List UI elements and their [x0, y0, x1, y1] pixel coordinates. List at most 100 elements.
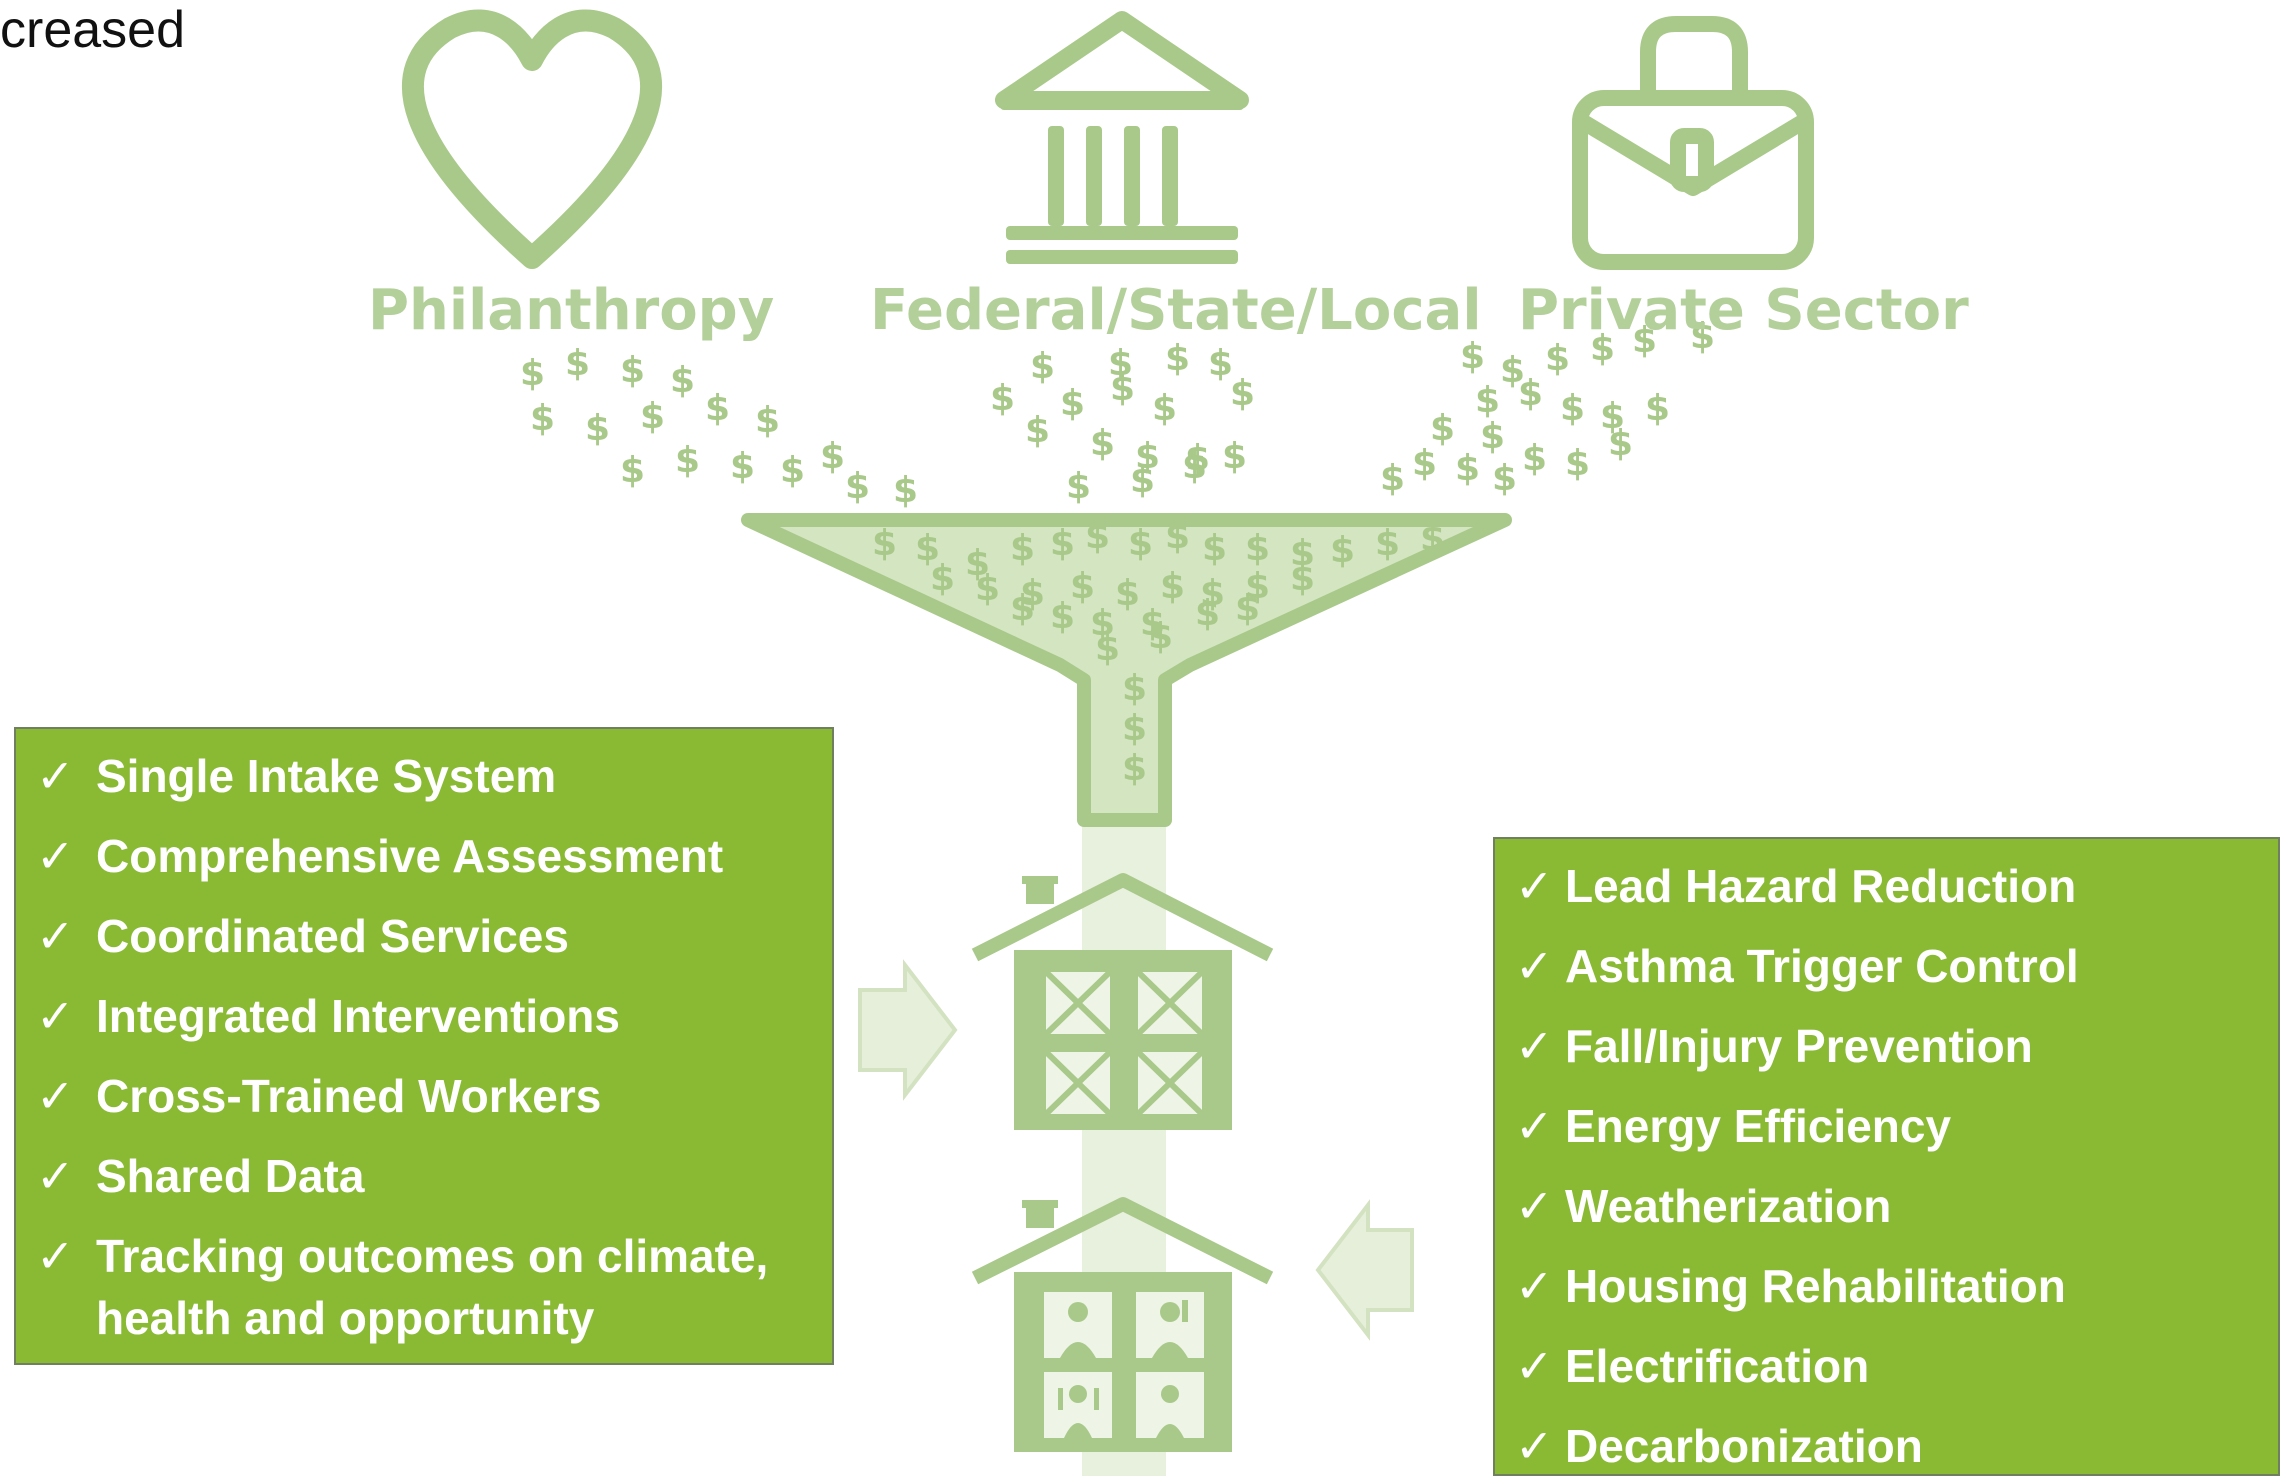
- dollar-sign-icon: $: [1030, 346, 1055, 387]
- dollar-sign-icon: $: [893, 470, 918, 511]
- dollar-sign-icon: $: [1202, 528, 1227, 569]
- dollar-sign-icon: $: [1600, 396, 1625, 437]
- dollar-sign-icon: $: [1122, 668, 1147, 709]
- dollar-sign-icon: $: [1245, 528, 1270, 569]
- dollar-sign-icon: $: [1290, 558, 1315, 599]
- dollar-sign-icon: $: [975, 568, 1000, 609]
- source-label-private-sector: Private Sector: [1518, 278, 1969, 343]
- dollar-sign-icon: $: [965, 543, 990, 584]
- dollar-sign-icon: $: [1475, 380, 1500, 421]
- list-item-label: Asthma Trigger Control: [1565, 940, 2079, 992]
- dollar-sign-icon: $: [990, 378, 1015, 419]
- corner-text-fragment: creased: [0, 1, 185, 59]
- interventions-list: ✓Lead Hazard Reduction ✓Asthma Trigger C…: [1495, 839, 2278, 1477]
- government-building-icon: [995, 11, 1249, 264]
- dollar-sign-icon: $: [1518, 373, 1543, 414]
- dollar-sign-icon: $: [1500, 350, 1525, 391]
- source-label-government: Federal/State/Local: [870, 278, 1482, 343]
- list-item-label: Shared Data: [96, 1150, 365, 1202]
- dollar-sign-icon: $: [930, 558, 955, 599]
- dollar-sign-icon: $: [520, 353, 545, 394]
- list-item-label: Energy Efficiency: [1565, 1100, 1952, 1152]
- dollar-sign-icon: $: [755, 400, 780, 441]
- list-item: ✓Weatherization: [1495, 1175, 2278, 1237]
- dollar-sign-icon: $: [1330, 530, 1355, 571]
- funnel-shape: [741, 513, 1512, 827]
- interventions-panel: ✓Lead Hazard Reduction ✓Asthma Trigger C…: [1493, 837, 2280, 1476]
- checkmark-icon: ✓: [1515, 1099, 1554, 1153]
- list-item: ✓Cross-Trained Workers: [16, 1065, 832, 1127]
- checkmark-icon: ✓: [36, 909, 75, 963]
- dollar-sign-icon: $: [1632, 320, 1657, 361]
- dollar-sign-icon: $: [705, 388, 730, 429]
- dollar-sign-icon: $: [1020, 573, 1045, 614]
- dollar-sign-icon: $: [1608, 423, 1633, 464]
- dollar-sign-icon: $: [1060, 383, 1085, 424]
- list-item-label: Tracking outcomes on climate, health and…: [96, 1230, 769, 1344]
- list-item: ✓Tracking outcomes on climate, health an…: [16, 1225, 796, 1349]
- checkmark-icon: ✓: [1515, 1019, 1554, 1073]
- dollar-sign-icon: $: [1165, 516, 1190, 557]
- dollar-sign-icon: $: [1140, 603, 1165, 644]
- dollar-sign-icon: $: [820, 436, 845, 477]
- dollar-sign-icon: $: [1222, 436, 1247, 477]
- dollar-sign-icon: $: [1090, 603, 1115, 644]
- dollar-sign-cluster: $$$$$$$$$$$$$$$$$$$$$$$$$$$$$$$$$$$$$$$$…: [520, 316, 1715, 789]
- dollar-sign-icon: $: [640, 396, 665, 437]
- checkmark-icon: ✓: [36, 1149, 75, 1203]
- checkmark-icon: ✓: [1515, 1339, 1554, 1393]
- dollar-sign-icon: $: [1480, 416, 1505, 457]
- list-item: ✓Energy Efficiency: [1495, 1095, 2278, 1157]
- list-item-label: Single Intake System: [96, 750, 557, 802]
- dollar-sign-icon: $: [872, 523, 897, 564]
- checkmark-icon: ✓: [1515, 1419, 1554, 1473]
- dollar-sign-icon: $: [730, 446, 755, 487]
- list-item-label: Coordinated Services: [96, 910, 569, 962]
- heart-icon: [401, 9, 663, 269]
- dollar-sign-icon: $: [1208, 343, 1233, 384]
- dollar-sign-icon: $: [1110, 368, 1135, 409]
- list-item: ✓Housing Rehabilitation: [1495, 1255, 2278, 1317]
- dollar-sign-icon: $: [1066, 466, 1091, 507]
- arrow-into-house-icon: [858, 959, 958, 1101]
- dollar-sign-icon: $: [1070, 566, 1095, 607]
- dollar-sign-icon: $: [1375, 523, 1400, 564]
- checkmark-icon: ✓: [1515, 1179, 1554, 1233]
- dollar-sign-icon: $: [1122, 708, 1147, 749]
- checkmark-icon: ✓: [1515, 859, 1554, 913]
- dollar-sign-icon: $: [1010, 588, 1035, 629]
- dollar-sign-icon: $: [1122, 748, 1147, 789]
- dollar-sign-icon: $: [1565, 443, 1590, 484]
- list-item: ✓Fall/Injury Prevention: [1495, 1015, 2278, 1077]
- dollar-sign-icon: $: [1130, 460, 1155, 501]
- dollar-sign-icon: $: [1085, 516, 1110, 557]
- dollar-sign-icon: $: [1200, 573, 1225, 614]
- list-item: ✓ Comprehensive Assessment: [16, 825, 832, 887]
- list-item-label: Comprehensive Assessment: [96, 830, 724, 882]
- checkmark-icon: ✓: [36, 829, 75, 883]
- list-item: ✓ Shared Data: [16, 1145, 832, 1207]
- list-item-label: Cross-Trained Workers: [96, 1070, 602, 1122]
- dollar-sign-icon: $: [1010, 528, 1035, 569]
- dollar-sign-icon: $: [1590, 328, 1615, 369]
- dollar-sign-icon: $: [1148, 616, 1173, 657]
- dollar-sign-icon: $: [1290, 533, 1315, 574]
- dollar-sign-icon: $: [1380, 458, 1405, 499]
- dollar-sign-icon: $: [1235, 588, 1260, 629]
- dollar-sign-icon: $: [1195, 593, 1220, 634]
- dollar-sign-icon: $: [1690, 316, 1715, 357]
- checkmark-icon: ✓: [36, 749, 75, 803]
- checkmark-icon: ✓: [1515, 1259, 1554, 1313]
- dollar-sign-icon: $: [1545, 338, 1570, 379]
- dollar-sign-icon: $: [530, 398, 555, 439]
- list-item: ✓Integrated Interventions: [16, 985, 832, 1047]
- dollar-sign-icon: $: [1460, 336, 1485, 377]
- dollar-sign-icon: $: [620, 350, 645, 391]
- list-item-label: Fall/Injury Prevention: [1565, 1020, 2033, 1072]
- list-item: ✓Lead Hazard Reduction: [1495, 855, 2278, 917]
- checkmark-icon: ✓: [1515, 939, 1554, 993]
- dollar-sign-icon: $: [1090, 423, 1115, 464]
- list-item-label: Weatherization: [1565, 1180, 1892, 1232]
- dollar-sign-icon: $: [780, 450, 805, 491]
